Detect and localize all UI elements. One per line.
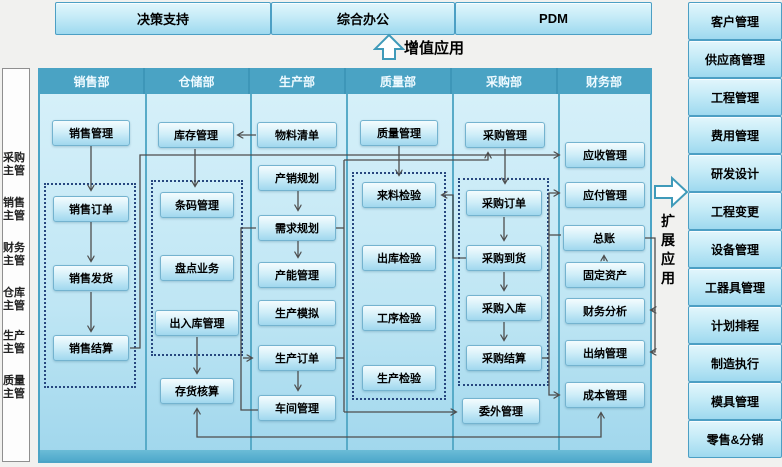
column-divider [250, 94, 252, 450]
node-barcode-management: 条码管理 [160, 192, 234, 218]
role-sales-supervisor: 销售主管 [3, 197, 25, 222]
node-purchase-arrival: 采购到货 [466, 245, 542, 271]
node-stocktaking: 盘点业务 [160, 255, 234, 281]
node-payables-management: 应付管理 [565, 182, 645, 208]
node-production-inspection: 生产检验 [362, 365, 436, 391]
dept-header-warehouse: 仓储部 [145, 68, 250, 94]
node-bom: 物料清单 [257, 122, 337, 148]
node-production-simulation: 生产模拟 [258, 300, 336, 326]
right-app-planning-scheduling: 计划排程 [688, 306, 782, 344]
node-sales-order: 销售订单 [53, 196, 129, 222]
node-purchase-inbound: 采购入库 [466, 295, 542, 321]
value-added-label: 增值应用 [404, 40, 465, 57]
node-general-ledger: 总账 [563, 225, 645, 251]
grid-footer-strip [40, 450, 650, 461]
column-divider [558, 94, 560, 450]
right-app-rd-design: 研发设计 [688, 154, 782, 192]
supervisor-rail [2, 68, 30, 462]
role-purchase-supervisor: 采购主管 [3, 152, 25, 177]
node-purchase-order: 采购订单 [466, 190, 542, 216]
top-app-decision-support: 决策支持 [55, 2, 271, 35]
column-divider [452, 94, 454, 450]
node-sales-settlement: 销售结算 [53, 335, 129, 361]
extended-label: 扩展应用 [661, 213, 675, 286]
node-process-inspection: 工序检验 [362, 305, 436, 331]
column-divider [346, 94, 348, 450]
node-outsourcing-management: 委外管理 [462, 398, 540, 424]
node-production-sales-planning: 产销规划 [258, 165, 336, 191]
node-incoming-inspection: 来料检验 [362, 182, 436, 208]
top-app-office: 综合办公 [271, 2, 455, 35]
dept-header-purchase: 采购部 [452, 68, 558, 94]
column-divider [145, 94, 147, 450]
right-app-mold-management: 模具管理 [688, 382, 782, 420]
node-stock-accounting: 存货核算 [160, 378, 234, 404]
node-inventory-management: 库存管理 [158, 122, 234, 148]
node-purchase-settlement: 采购结算 [466, 345, 542, 371]
node-workshop-management: 车间管理 [258, 395, 336, 421]
node-quality-management: 质量管理 [360, 120, 438, 146]
dept-header-production: 生产部 [250, 68, 346, 94]
node-production-order: 生产订单 [258, 345, 336, 371]
top-app-pdm: PDM [455, 2, 652, 35]
role-warehouse-supervisor: 仓库主管 [3, 287, 25, 312]
right-app-manufacturing-execution: 制造执行 [688, 344, 782, 382]
right-app-equipment-management: 设备管理 [688, 230, 782, 268]
node-cashier-management: 出纳管理 [565, 340, 645, 366]
node-demand-planning: 需求规划 [258, 215, 336, 241]
node-fixed-assets: 固定资产 [565, 262, 645, 288]
right-app-project-management: 工程管理 [688, 78, 782, 116]
dept-header-quality: 质量部 [346, 68, 452, 94]
right-app-tooling-management: 工器具管理 [688, 268, 782, 306]
dept-header-finance: 财务部 [558, 68, 650, 94]
role-finance-supervisor: 财务主管 [3, 242, 25, 267]
node-financial-analysis: 财务分析 [565, 298, 645, 324]
right-app-supplier-management: 供应商管理 [688, 40, 782, 78]
node-inout-warehouse-management: 出入库管理 [155, 310, 239, 336]
node-outbound-inspection: 出库检验 [362, 245, 436, 271]
node-sales-management: 销售管理 [52, 120, 130, 146]
node-cost-management: 成本管理 [565, 382, 645, 408]
node-sales-delivery: 销售发货 [53, 265, 129, 291]
role-production-supervisor: 生产主管 [3, 330, 25, 355]
role-quality-supervisor: 质量主管 [3, 375, 25, 400]
node-capacity-management: 产能管理 [258, 262, 336, 288]
node-receivables-management: 应收管理 [565, 142, 645, 168]
right-app-engineering-change: 工程变更 [688, 192, 782, 230]
right-app-customer-management: 客户管理 [688, 2, 782, 40]
sales-process-group [44, 183, 136, 388]
dept-header-sales: 销售部 [40, 68, 145, 94]
value-added-up-arrow-icon [373, 33, 406, 60]
right-app-expense-management: 费用管理 [688, 116, 782, 154]
right-app-retail-distribution: 零售&分销 [688, 420, 782, 458]
extended-right-arrow-icon [654, 175, 689, 209]
node-purchase-management: 采购管理 [465, 122, 545, 148]
